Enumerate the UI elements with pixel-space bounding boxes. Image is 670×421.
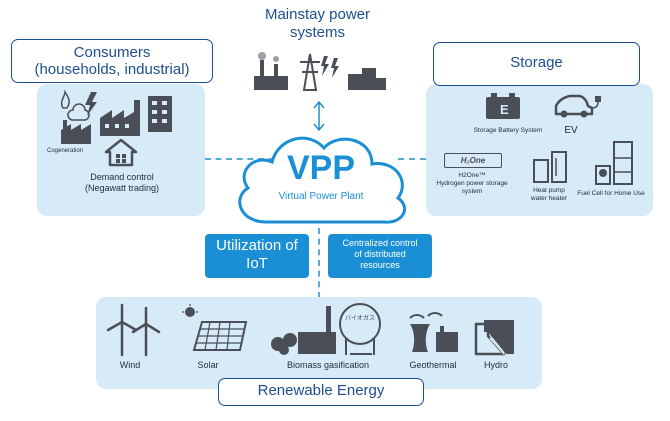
solar-label: Solar bbox=[197, 360, 219, 370]
biogas-sign-text: バイオガス bbox=[345, 314, 375, 322]
office-building-icon bbox=[148, 96, 172, 132]
wind-turbine-icon bbox=[106, 303, 161, 357]
ev-icon bbox=[554, 94, 601, 118]
centralized-line1: Centralized control bbox=[342, 238, 418, 248]
demand-control-line2: (Negawatt trading) bbox=[84, 182, 160, 193]
storage-panel bbox=[426, 84, 653, 216]
h2one-logo-text: H₂One bbox=[460, 156, 486, 165]
geothermal-label: Geothermal bbox=[409, 360, 457, 370]
biomass-label: Biomass gasification bbox=[286, 360, 370, 370]
mainstay-title: Mainstay power systems bbox=[230, 6, 405, 42]
storage-title: Storage bbox=[433, 42, 640, 86]
cogeneration-label: Cogeneration bbox=[46, 148, 84, 154]
h2one-label-line2: Hydrogen power storage bbox=[436, 179, 508, 187]
heat-pump-label-line1: Heat pump bbox=[533, 187, 565, 194]
ev-label: EV bbox=[564, 125, 578, 136]
heat-pump-label: Heat pump water heater bbox=[524, 187, 574, 203]
house-icon bbox=[104, 138, 138, 167]
connector-vpp-renewable bbox=[318, 228, 320, 298]
solar-panel-icon bbox=[182, 304, 248, 351]
mainstay-title-line2: systems bbox=[289, 24, 345, 41]
heat-pump-icon bbox=[533, 151, 567, 183]
consumers-panel bbox=[37, 84, 205, 216]
connector-consumers-vpp bbox=[205, 158, 285, 160]
geothermal-plant-icon bbox=[409, 312, 458, 352]
centralized-line2: of distributed bbox=[354, 248, 406, 259]
heat-pump-label-line2: water heater bbox=[530, 194, 568, 202]
renewable-title-text: Renewable Energy bbox=[257, 382, 385, 399]
factory-icon bbox=[100, 100, 140, 136]
connector-vpp-storage bbox=[398, 158, 426, 160]
h2one-label-line1: H2One™ bbox=[458, 172, 486, 179]
mainstay-title-line1: Mainstay power bbox=[264, 6, 371, 23]
demand-control-label: Demand control (Negawatt trading) bbox=[72, 172, 172, 194]
hydro-dam-icon bbox=[474, 320, 514, 356]
hydro-label: Hydro bbox=[483, 360, 508, 370]
fuel-cell-label: Fuel Cell for Home Use bbox=[577, 190, 645, 197]
demand-control-line1: Demand control bbox=[90, 172, 154, 182]
vpp-cloud bbox=[238, 136, 406, 224]
h2one-label: H2One™ Hydrogen power storage system bbox=[430, 172, 514, 195]
h2one-label-line3: system bbox=[461, 187, 483, 195]
storage-title-text: Storage bbox=[510, 54, 563, 71]
consumers-title-line2: (households, industrial) bbox=[34, 61, 190, 79]
battery-icon: E bbox=[486, 93, 520, 119]
battery-label: Storage Battery System bbox=[473, 127, 543, 134]
consumers-title: Consumers (households, industrial) bbox=[11, 39, 213, 83]
vpp-subtitle: Virtual Power Plant bbox=[278, 191, 364, 202]
biomass-plant-icon: バイオガス bbox=[271, 303, 381, 355]
renewable-title: Renewable Energy bbox=[218, 378, 424, 406]
iot-line1: Utilization of bbox=[216, 237, 298, 254]
vpp-acronym: VPP bbox=[286, 149, 356, 187]
centralized-line3: resources bbox=[360, 259, 400, 270]
consumers-title-line1: Consumers bbox=[73, 44, 151, 61]
centralized-control-box: Centralized control of distributed resou… bbox=[328, 234, 432, 278]
power-plant-icon bbox=[254, 52, 386, 91]
fuel-cell-icon bbox=[595, 141, 633, 185]
h2one-logo-box: H₂One bbox=[444, 153, 502, 168]
iot-box: Utilization of IoT bbox=[205, 234, 309, 278]
svg-text:E: E bbox=[500, 102, 509, 117]
bidirectional-arrow-icon bbox=[313, 100, 325, 132]
iot-line2: IoT bbox=[246, 255, 268, 272]
cogeneration-icon bbox=[60, 89, 97, 144]
wind-label: Wind bbox=[119, 360, 141, 370]
